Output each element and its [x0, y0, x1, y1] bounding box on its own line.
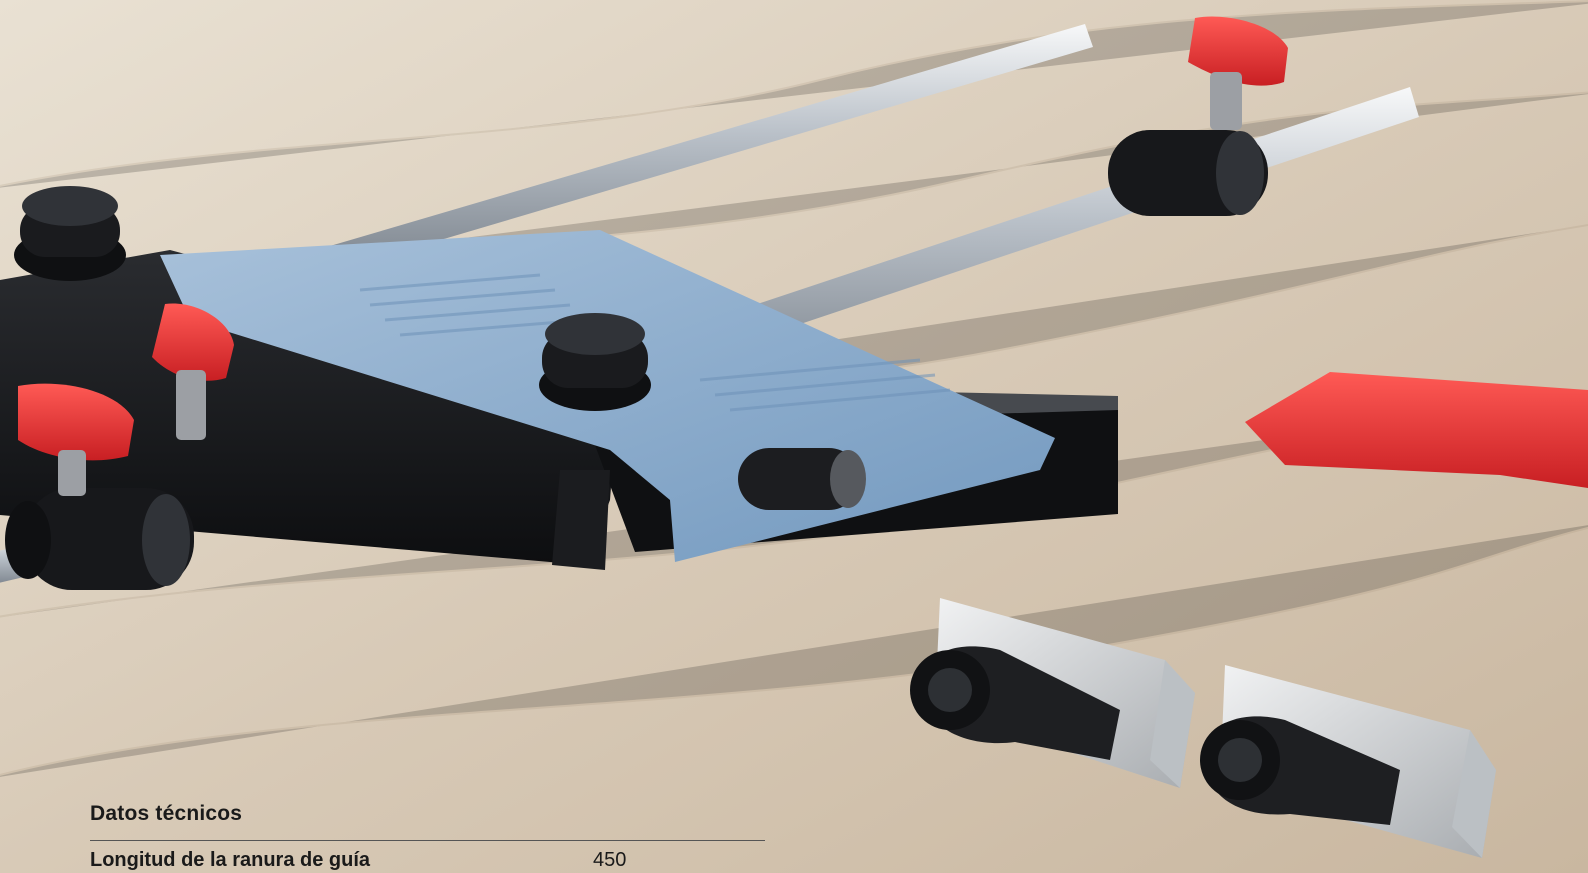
spec-value: 450 [593, 849, 627, 871]
red-thumb-screws [18, 16, 1288, 496]
red-plate-accessory [1245, 372, 1588, 488]
aluminium-clamps [910, 598, 1496, 858]
specs-divider [90, 840, 765, 841]
technical-specs-panel: Datos técnicos Longitud de la ranura de … [90, 802, 765, 873]
specs-title: Datos técnicos [90, 802, 243, 825]
black-knobs [5, 130, 1268, 590]
spec-label: Longitud de la ranura de guía [90, 849, 371, 871]
spec-row: Longitud de la ranura de guía 450 [90, 849, 765, 873]
